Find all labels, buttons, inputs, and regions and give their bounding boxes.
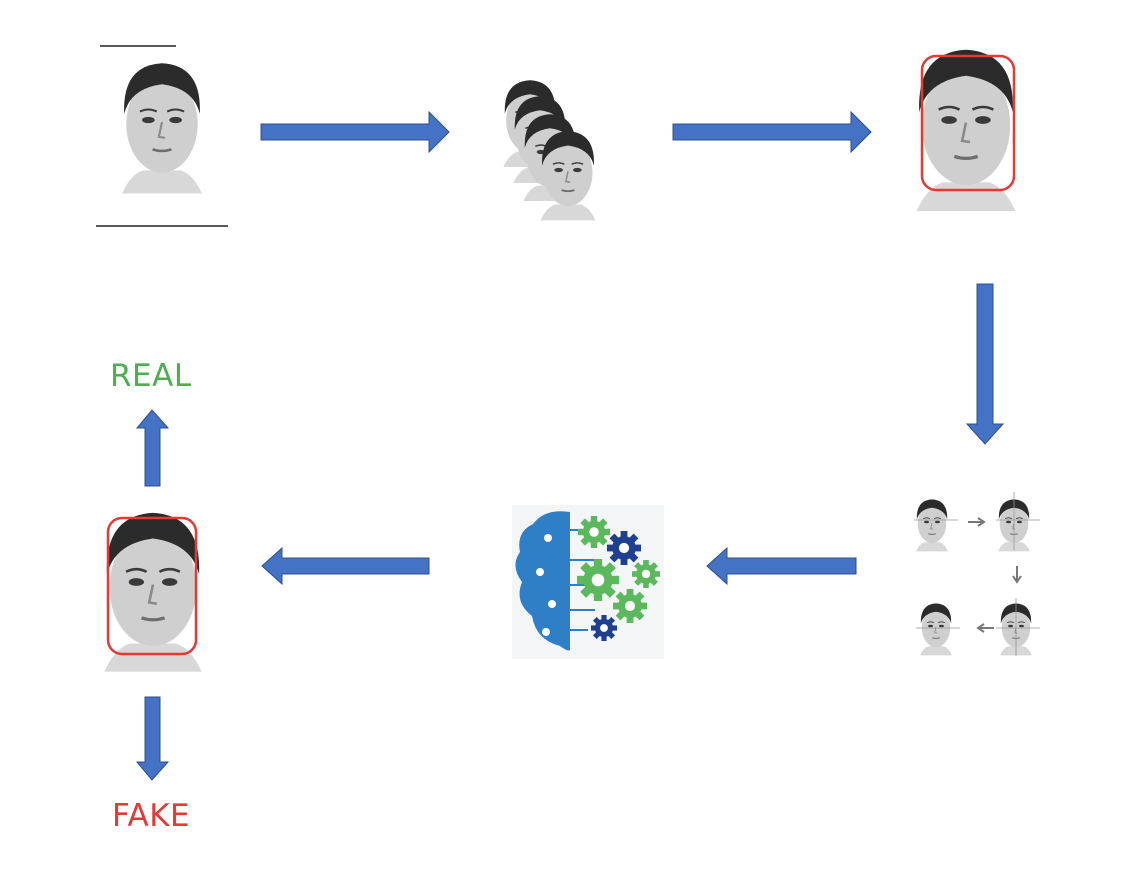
real-label: REAL xyxy=(110,358,192,394)
arrow-right-1 xyxy=(260,110,450,154)
arrow-down-fake xyxy=(135,696,170,781)
classified-face-icon xyxy=(102,511,204,674)
arrow-up-real xyxy=(135,409,170,487)
arrow-down-1 xyxy=(965,283,1005,445)
fake-label: FAKE xyxy=(112,798,191,834)
video-frames-icon xyxy=(483,46,613,226)
face-alignment-icon xyxy=(914,492,1040,656)
arrow-left-1 xyxy=(706,546,857,586)
face-detection-icon xyxy=(914,48,1018,213)
arrow-right-2 xyxy=(672,110,872,154)
ai-brain-gears-icon xyxy=(512,505,664,659)
arrow-left-2 xyxy=(261,546,430,586)
face-photo-icon xyxy=(96,45,228,227)
